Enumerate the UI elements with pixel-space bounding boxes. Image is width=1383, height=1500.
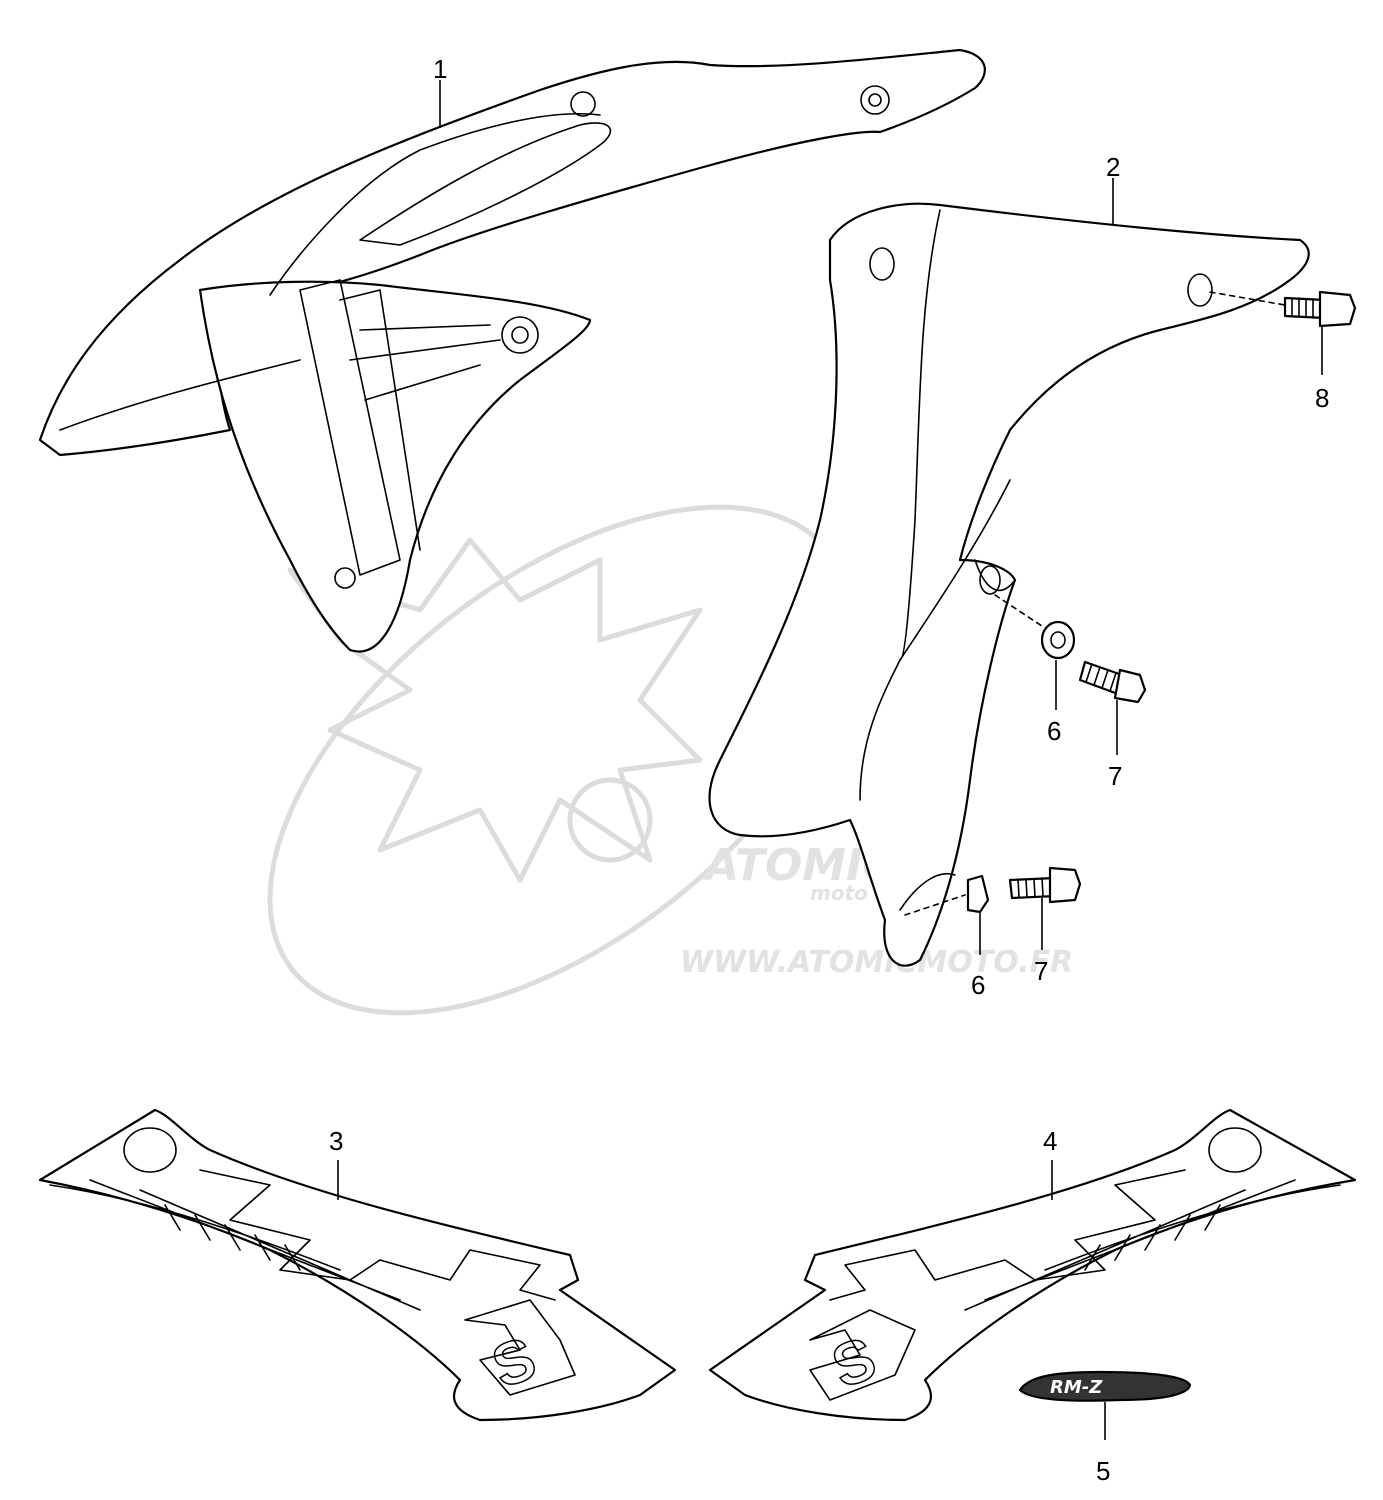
emblem-rm-z-part: RM-Z [1018,1370,1192,1402]
watermark-url: WWW.ATOMICMOTO.FR [680,945,1073,980]
emblem-right-part: S [38,1108,677,1422]
watermark-star-logo [287,537,703,883]
washer-upper-part [994,594,1076,660]
bolt-lower-part [1008,866,1082,904]
callout-8: 8 [1315,383,1329,413]
shroud-right-part [38,48,986,653]
callout-3: 3 [329,1126,343,1156]
callout-2: 2 [1106,152,1120,182]
watermark-sub: moto [810,881,868,905]
callout-6-upper: 6 [1047,716,1061,746]
callout-1: 1 [433,54,447,84]
callout-7-upper: 7 [1108,761,1122,791]
bolt-rear-part [1209,290,1357,328]
callout-6-lower: 6 [971,970,985,1000]
shroud-left-part [708,202,1310,967]
watermark-hub [567,777,653,863]
bolt-upper-part [1078,660,1147,704]
rm-z-text: RM-Z [1050,1377,1103,1398]
watermark: ATOMIC moto WWW.ATOMICMOTO.FR [267,504,1073,1016]
emblem-left-part: S [708,1108,1357,1422]
callout-4: 4 [1043,1126,1057,1156]
callout-7-lower: 7 [1034,956,1048,986]
callout-5: 5 [1096,1456,1110,1486]
washer-lower-part [904,874,990,916]
